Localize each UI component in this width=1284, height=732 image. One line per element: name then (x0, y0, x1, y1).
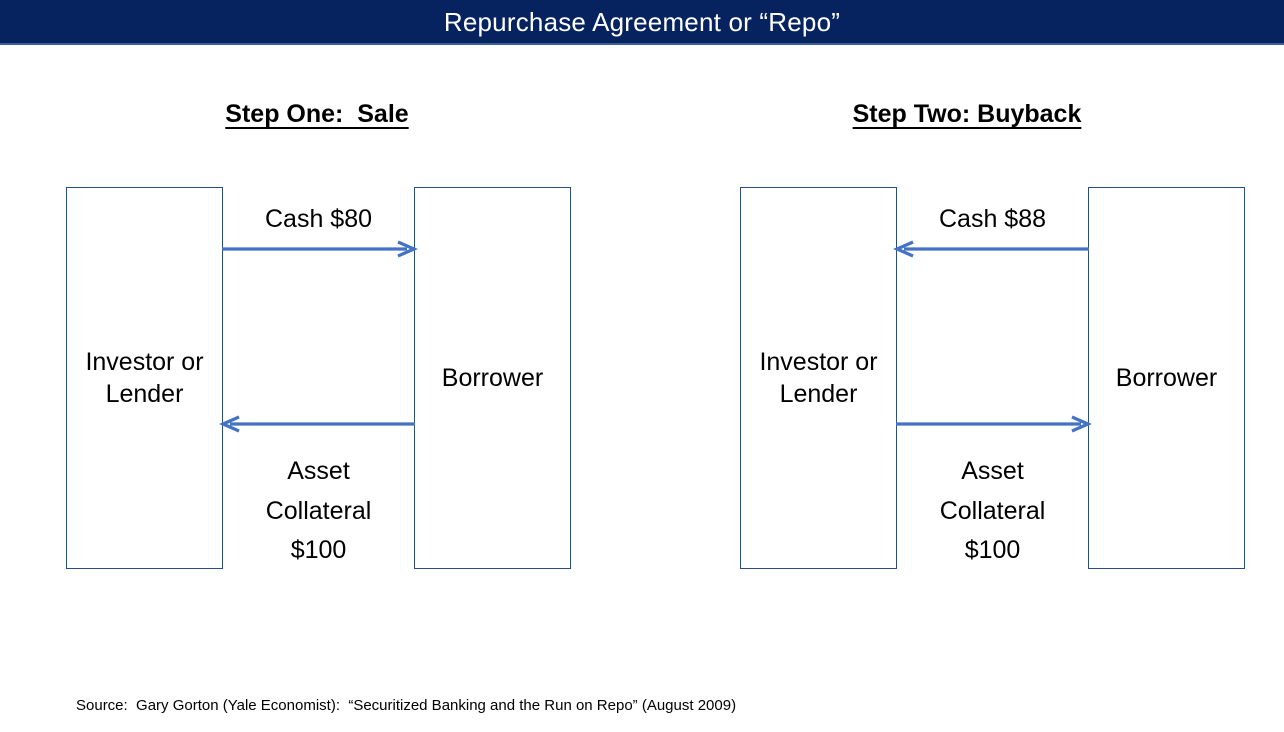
step-one-cash-arrow-right-icon (222, 240, 418, 258)
slide-title-bar: Repurchase Agreement or “Repo” (0, 0, 1284, 45)
step-two-investor-box: Investor or Lender (740, 187, 897, 569)
step-two-borrower-box: Borrower (1088, 187, 1245, 569)
step-one-cash-label: Cash $80 (264, 205, 373, 233)
step-two-collateral-arrow-right-icon (896, 415, 1092, 433)
step-two-heading: Step Two: Buyback (852, 100, 1082, 128)
step-one-investor-box: Investor or Lender (66, 187, 223, 569)
step-one-heading: Step One: Sale (225, 100, 409, 128)
source-citation: Source: Gary Gorton (Yale Economist): “S… (76, 697, 737, 714)
step-one-collateral-label: Asset Collateral $100 (265, 457, 372, 564)
step-one-borrower-box: Borrower (414, 187, 571, 569)
page-title: Repurchase Agreement or “Repo” (443, 6, 841, 37)
step-two-cash-arrow-left-icon (893, 240, 1089, 258)
step-two-collateral-label: Asset Collateral $100 (939, 457, 1046, 564)
step-two-cash-label: Cash $88 (938, 205, 1047, 233)
step-one-collateral-arrow-left-icon (219, 415, 415, 433)
